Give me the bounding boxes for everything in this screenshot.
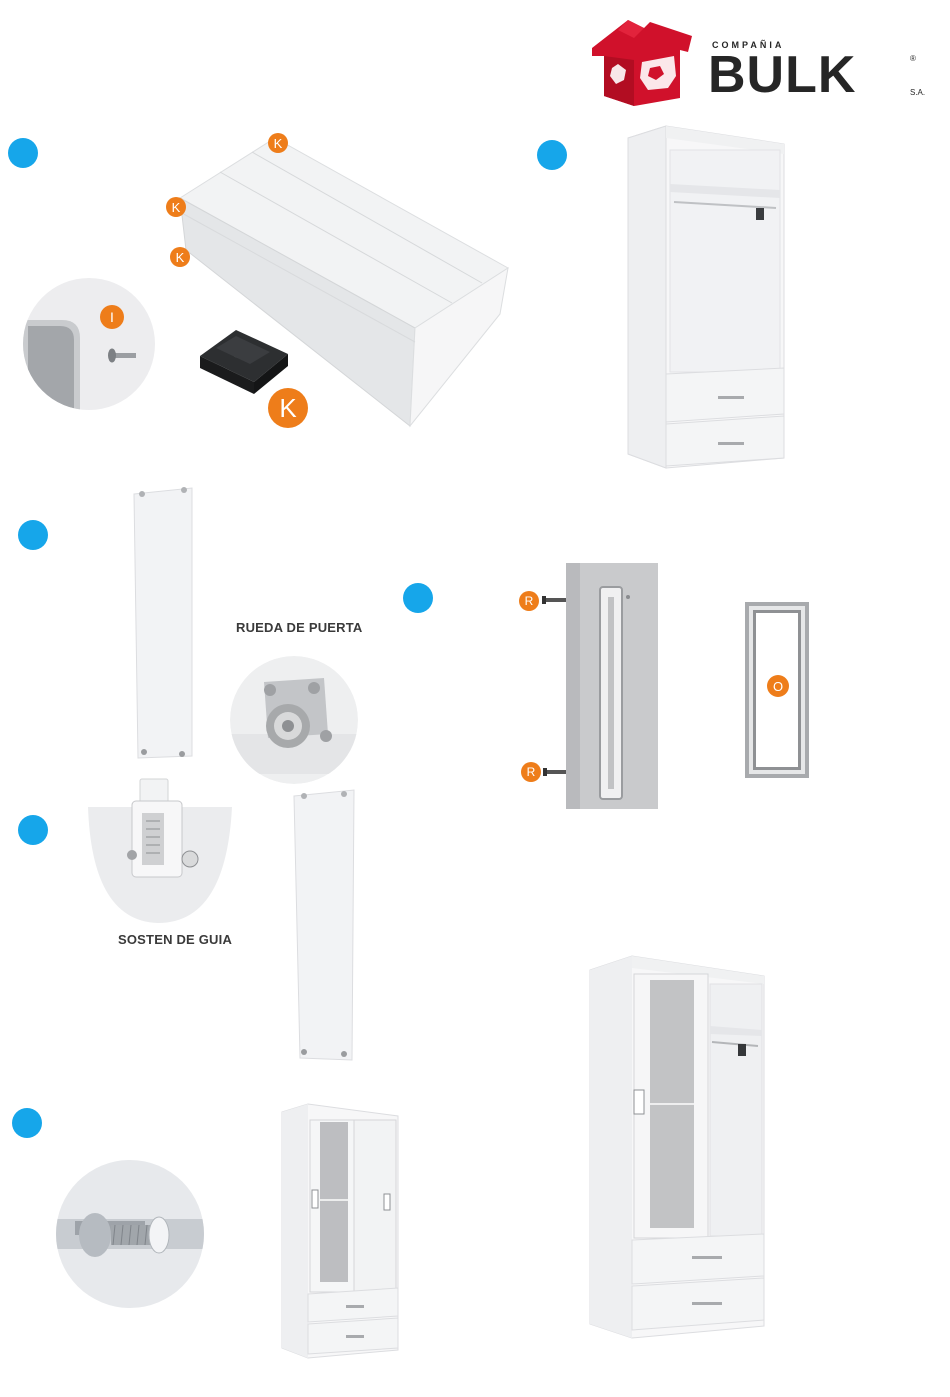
step-marker-4 [403, 583, 433, 613]
part-tag-o: O [767, 675, 789, 697]
sliding-door-panel-1 [132, 486, 196, 762]
plastic-clip-k [196, 326, 292, 396]
step-marker-6 [12, 1108, 42, 1138]
part-tag-k-left-lower: K [170, 247, 190, 267]
bulk-house-icon [588, 18, 700, 106]
wardrobe-frame-open [626, 124, 786, 469]
part-tag-r-bottom: R [521, 762, 541, 782]
step-marker-5 [18, 815, 48, 845]
step-marker-3 [18, 520, 48, 550]
part-tag-r-top: R [519, 591, 539, 611]
step-marker-2 [537, 140, 567, 170]
part-tag-k-left-upper: K [166, 197, 186, 217]
sliding-door-panel-2 [292, 788, 358, 1064]
handle-screw-top [542, 596, 568, 604]
pin-detail-circle [22, 274, 156, 414]
caption-guide-holder: SOSTEN DE GUIA [118, 932, 232, 947]
brand-name: BULK [708, 46, 856, 104]
caption-door-wheel: RUEDA DE PUERTA [236, 620, 363, 635]
brand-suffix: S.A. [910, 88, 925, 97]
brand-logo: COMPAÑIA BULK ® S.A. [588, 18, 938, 110]
door-wheel-detail [228, 656, 360, 768]
door-edge-with-handle [566, 563, 658, 809]
part-tag-k-large: K [268, 388, 308, 428]
step-marker-1 [8, 138, 38, 168]
guide-holder-detail [86, 777, 232, 927]
wardrobe-assembled-large [588, 954, 768, 1338]
part-tag-k-top: K [268, 133, 288, 153]
screw-detail-circle [55, 1155, 205, 1313]
brand-registered-mark: ® [910, 54, 916, 63]
part-tag-i: I [100, 305, 124, 329]
wardrobe-closed-small [280, 1102, 400, 1358]
